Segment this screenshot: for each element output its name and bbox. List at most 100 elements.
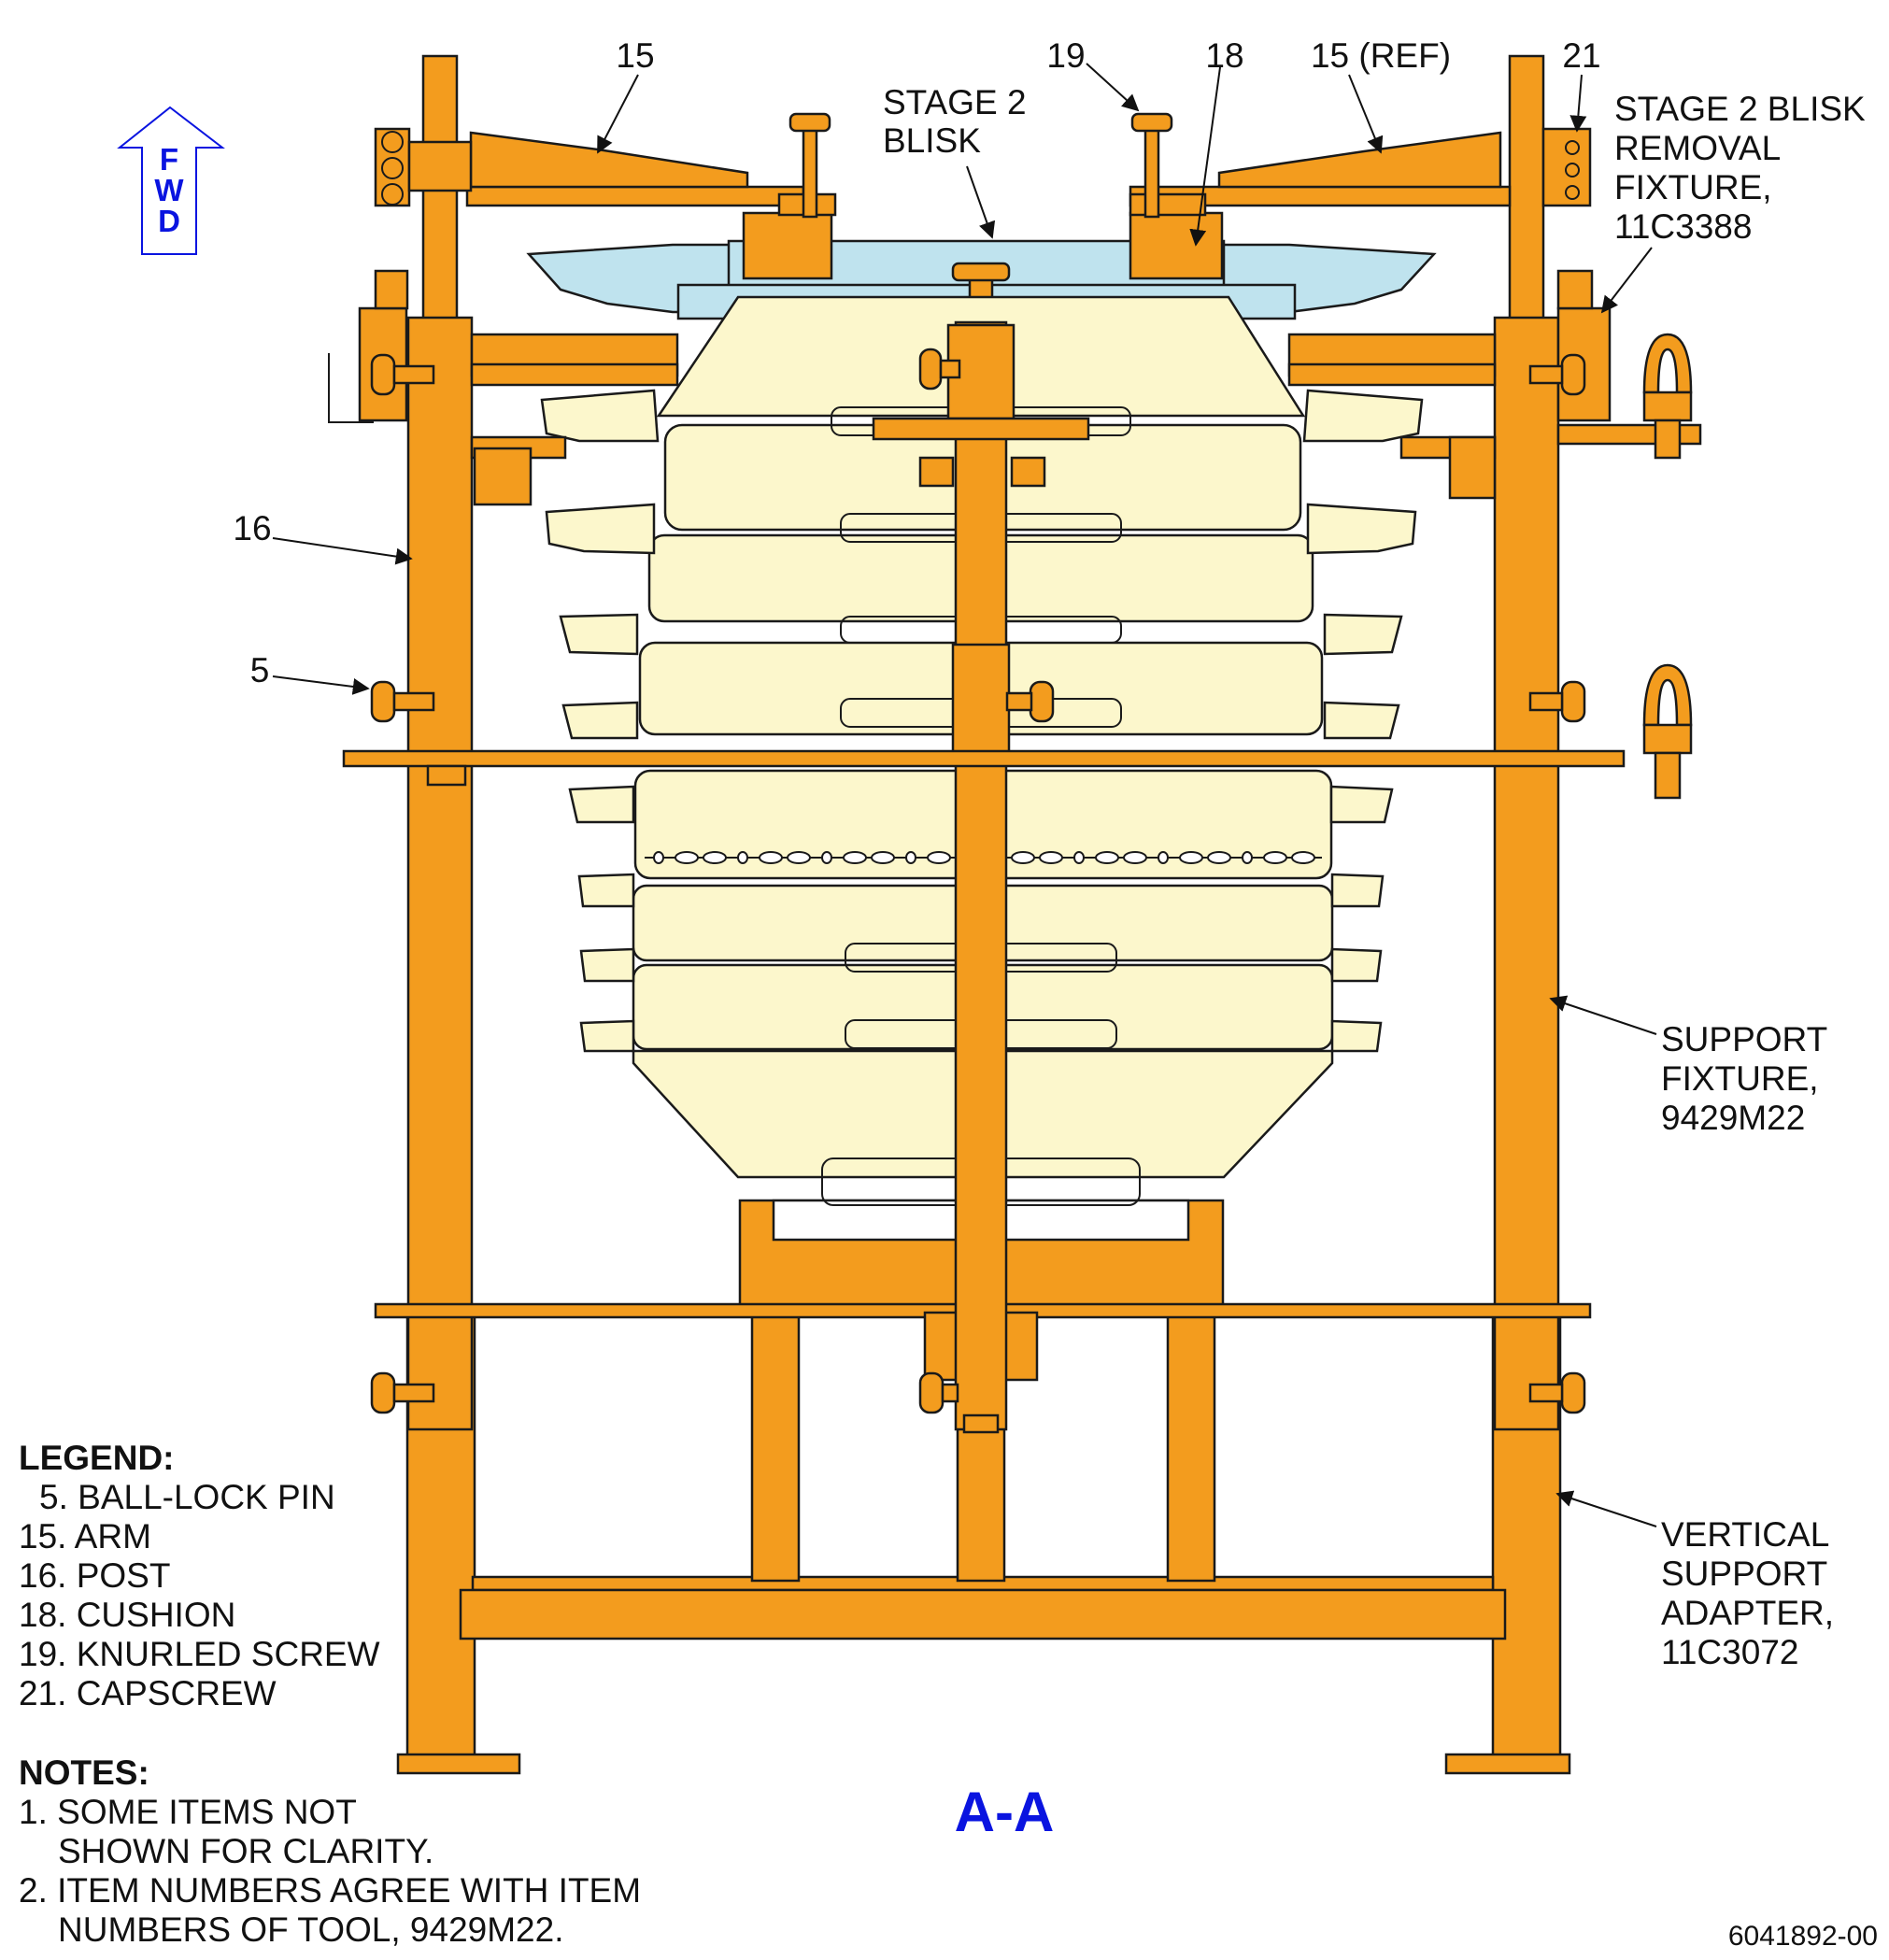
adapter-center-leg-right xyxy=(1166,1306,1216,1583)
blade-tip-right-2 xyxy=(1306,503,1417,555)
center-mast xyxy=(872,320,1090,1434)
lifting-shackle-lower xyxy=(1642,663,1693,800)
upper-bracket-left-low xyxy=(470,362,679,387)
leader-19 xyxy=(1086,63,1140,112)
legend-item: 16. POST xyxy=(19,1556,170,1595)
arm-right-web xyxy=(1217,131,1502,189)
capscrew-left-2 xyxy=(381,157,404,179)
bolt-hole xyxy=(653,851,664,864)
leader-18 xyxy=(1189,66,1221,247)
bolt-hole xyxy=(737,851,748,864)
note-2-line1: 2. ITEM NUMBERS AGREE WITH ITEM xyxy=(19,1871,641,1910)
legend-title: LEGEND: xyxy=(19,1439,175,1477)
vertical-adapter-label-line1: VERTICAL xyxy=(1661,1515,1829,1554)
removal-fixture-label: STAGE 2 BLISK REMOVAL FIXTURE, 11C3388 xyxy=(1614,90,1866,246)
post-right-upper xyxy=(1508,54,1545,338)
capscrew-right-1 xyxy=(1565,140,1580,155)
center-hub-block xyxy=(951,643,1011,754)
blade-tip-right-4 xyxy=(1323,701,1400,740)
legend-item: 21. CAPSCREW xyxy=(19,1674,277,1712)
knurled-screw-left-shaft xyxy=(802,121,818,219)
notes-title: NOTES: xyxy=(19,1754,149,1792)
cushion-right-clamp xyxy=(1129,192,1207,217)
blade-tip-right-8 xyxy=(1330,1019,1383,1053)
knurled-screw-left-head xyxy=(788,112,831,133)
bolt-hole xyxy=(1158,851,1169,864)
knurled-screw-right-shaft xyxy=(1143,121,1160,219)
legend-item: 5. BALL-LOCK PIN xyxy=(39,1478,335,1516)
upper-cap-right xyxy=(1556,269,1594,310)
arm-left-bracket xyxy=(374,127,411,207)
arm-left-web xyxy=(469,131,749,189)
legend-item: 15. ARM xyxy=(19,1517,151,1555)
ball-lock-pin xyxy=(1005,680,1055,723)
bolt-hole xyxy=(1073,851,1085,864)
note-2-line2: NUMBERS OF TOOL, 9429M22. xyxy=(58,1910,564,1949)
bolt-hole xyxy=(905,851,916,864)
mid-plate xyxy=(342,749,1626,768)
blade-tip-left-7 xyxy=(579,947,635,983)
leader-stage2-blisk xyxy=(966,165,996,239)
knurled-screw-right-head xyxy=(1130,112,1173,133)
stage2-blisk-label: STAGE 2 BLISK xyxy=(883,83,1027,160)
capscrew-right-3 xyxy=(1565,185,1580,200)
bolt-hole xyxy=(871,851,895,864)
post-right xyxy=(1493,316,1560,1431)
post-left-upper xyxy=(421,54,459,338)
legend: LEGEND: 5. BALL-LOCK PIN 15. ARM 16. POS… xyxy=(19,1439,380,1712)
center-top-plate xyxy=(872,417,1090,441)
legend-item: 19. KNURLED SCREW xyxy=(19,1635,380,1673)
fwd-indicator: F W D xyxy=(117,106,225,255)
bolt-hole xyxy=(759,851,783,864)
bolt-hole xyxy=(1095,851,1119,864)
blade-tip-left-3 xyxy=(559,613,639,656)
shackle-upper-ring xyxy=(1642,333,1693,394)
callout-15-ref: 15 (REF) xyxy=(1311,36,1451,75)
adapter-left-foot xyxy=(396,1753,521,1775)
note-1-line1: 1. SOME ITEMS NOT xyxy=(19,1793,357,1831)
rotor-blade-tips xyxy=(540,389,1424,1053)
callout-15: 15 xyxy=(616,36,654,75)
bolt-hole xyxy=(1123,851,1147,864)
side-block-left xyxy=(473,447,533,506)
shackle-upper-base xyxy=(1654,419,1682,460)
bolt-hole xyxy=(787,851,811,864)
blade-tip-left-5 xyxy=(568,785,635,824)
cushion-right xyxy=(1129,211,1224,280)
bolt-hole xyxy=(703,851,727,864)
leader-removal-fixture xyxy=(1600,247,1653,314)
center-clamp-left xyxy=(918,456,955,488)
ball-lock-pin xyxy=(1528,680,1586,723)
capscrew-left-1 xyxy=(381,131,404,153)
blade-tip-right-5 xyxy=(1329,785,1394,824)
leader-16 xyxy=(272,537,413,565)
blade-tip-right-1 xyxy=(1302,389,1424,443)
center-clamp-right xyxy=(1010,456,1046,488)
center-mast-shaft xyxy=(954,320,1008,1431)
center-mast-cap xyxy=(962,1413,1000,1434)
vertical-adapter-label-line3: ADAPTER, xyxy=(1661,1594,1834,1632)
shackle-lower-ring xyxy=(1642,663,1693,727)
ball-lock-pin xyxy=(370,353,435,396)
document-id: 6041892-00 xyxy=(1728,1921,1878,1952)
fwd-letter-f: F xyxy=(160,142,178,177)
blade-tip-left-4 xyxy=(561,701,639,740)
blade-tip-right-7 xyxy=(1330,947,1383,983)
blade-tip-right-6 xyxy=(1330,873,1385,908)
callout-16: 16 xyxy=(233,509,271,547)
capscrew-left-3 xyxy=(381,183,404,206)
support-fixture-label-line1: SUPPORT xyxy=(1661,1020,1827,1058)
stage2-blisk-label-line2: BLISK xyxy=(883,121,981,160)
bolt-hole xyxy=(1242,851,1253,864)
cushion-left xyxy=(742,211,833,280)
callout-5: 5 xyxy=(250,651,270,689)
leader-support-fixture xyxy=(1549,995,1657,1035)
removal-fixture-label-line3: FIXTURE, xyxy=(1614,168,1772,206)
leader-21 xyxy=(1569,74,1587,133)
removal-fixture-arms xyxy=(374,127,1592,207)
mid-plate-left-block xyxy=(426,764,467,787)
adapter-center-leg-left xyxy=(750,1306,801,1583)
lifting-shackle-upper xyxy=(1642,333,1693,460)
support-fixture-label: SUPPORT FIXTURE, 9429M22 xyxy=(1661,1020,1827,1137)
fwd-letter-d: D xyxy=(158,204,180,238)
